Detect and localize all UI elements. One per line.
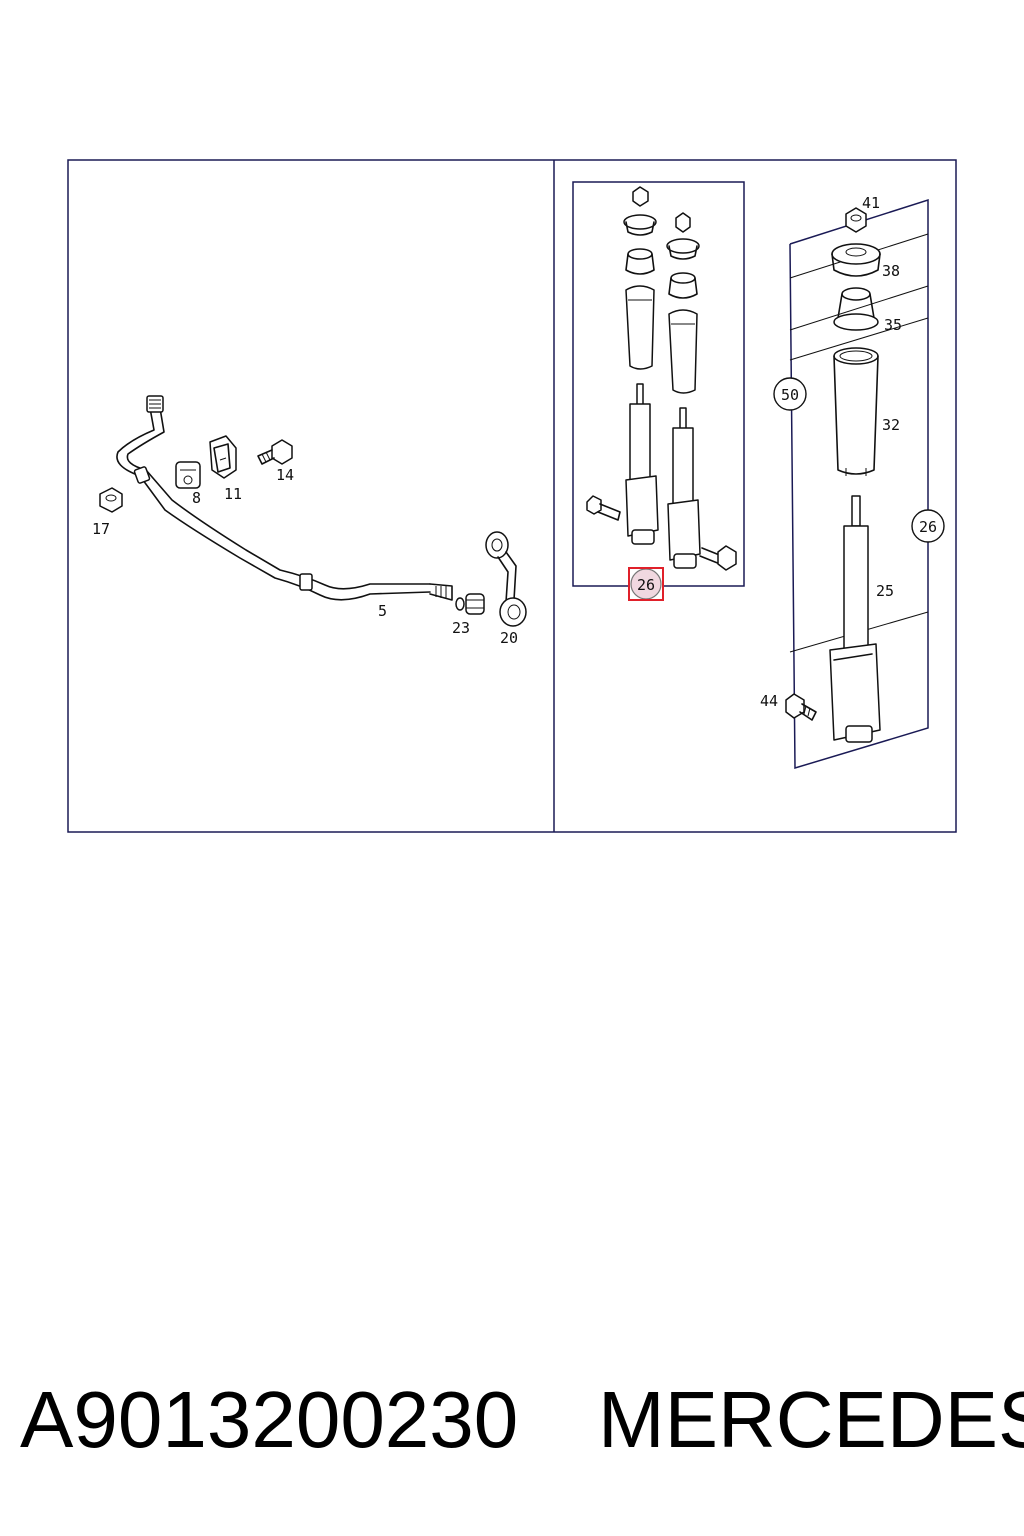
stabilizer-panel: 17 8 11 14 23 <box>92 395 527 647</box>
part-number: A9013200230 <box>20 1375 519 1464</box>
label-5: 5 <box>378 602 387 620</box>
dust-boot-32-icon <box>833 347 879 476</box>
label-26: 26 <box>919 518 937 536</box>
highlight-26[interactable]: 26 <box>628 567 664 601</box>
stabilizer-bar <box>116 395 453 601</box>
mount-38-icon <box>831 243 881 277</box>
label-8: 8 <box>192 489 201 507</box>
brand-name: MERCEDES <box>598 1375 1024 1464</box>
inset-strut-right <box>666 212 737 571</box>
label-38: 38 <box>882 262 900 280</box>
clamp-11-icon <box>209 435 237 479</box>
nut-17-icon <box>99 487 123 513</box>
strut-panel: 26 41 38 35 <box>572 181 945 770</box>
label-20: 20 <box>500 629 518 647</box>
label-14: 14 <box>276 466 294 484</box>
callout-50[interactable]: 50 <box>773 377 807 411</box>
nut-41-icon <box>845 207 867 233</box>
inset-kit-box: 26 <box>572 181 745 601</box>
label-44: 44 <box>760 692 778 710</box>
label-50: 50 <box>781 386 799 404</box>
footer: A9013200230 MERCEDES <box>0 1370 1024 1470</box>
label-17: 17 <box>92 520 110 538</box>
inset-strut-left <box>586 186 659 545</box>
strut-25-icon <box>829 495 881 743</box>
label-41: 41 <box>862 194 880 212</box>
label-35: 35 <box>884 316 902 334</box>
bolt-44-icon <box>785 693 817 721</box>
label-32: 32 <box>882 416 900 434</box>
bushing-8-icon <box>175 461 201 489</box>
bushing-23-icon <box>455 593 485 615</box>
label-25: 25 <box>876 582 894 600</box>
label-11: 11 <box>224 485 242 503</box>
bump-stop-35-icon <box>833 287 879 331</box>
link-20-icon <box>485 531 527 627</box>
label-23: 23 <box>452 619 470 637</box>
callout-26[interactable]: 26 <box>911 509 945 543</box>
diagram-frame <box>67 159 957 833</box>
bolt-14-icon <box>257 439 293 465</box>
label-26-highlight: 26 <box>637 576 655 594</box>
